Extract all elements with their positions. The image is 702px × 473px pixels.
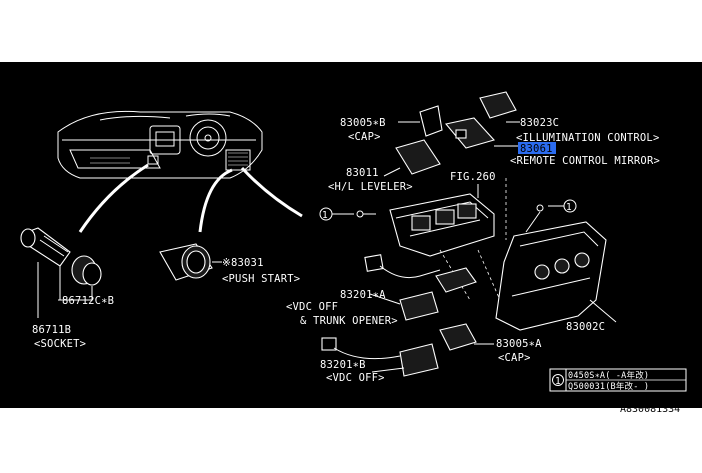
push-start-switch: [159, 243, 222, 281]
leader-arrows: [78, 163, 303, 233]
hl-leveler-part-label: 83011: [346, 167, 379, 179]
illumination-name-label: <ILLUMINATION CONTROL>: [516, 132, 659, 144]
vdc-trunk-switch: [364, 254, 477, 321]
vdc-trunk-part-label: 83201∗A: [340, 289, 386, 301]
socket-cap-part-label: 86712C∗B: [62, 295, 114, 307]
vdc-trunk-name-line2: & TRUNK OPENER>: [300, 315, 398, 327]
left-screw-callout: [319, 207, 376, 221]
dashboard-overview: [57, 110, 263, 179]
cap-top-part-label: 83005∗B: [340, 117, 386, 129]
console-panel-part-label: 83002C: [566, 321, 605, 333]
socket-part: [20, 227, 102, 286]
cap-bottom-part-label: 83005∗A: [496, 338, 542, 350]
reference-row-1: 0450S∗A( -A年改): [568, 370, 649, 381]
remote-mirror-part: [444, 117, 518, 149]
reference-table: [549, 368, 687, 392]
cap-bottom-part: [439, 323, 494, 351]
cap-top-name-label: <CAP>: [348, 131, 381, 143]
arrow-to-push-start: [198, 168, 233, 233]
vdc-trunk-name-line1: <VDC OFF: [286, 301, 338, 313]
fig-reference-label: FIG.260: [450, 171, 496, 183]
arrow-to-console: [240, 166, 303, 218]
socket-leaders: [37, 262, 93, 318]
mirror-highlight: [518, 142, 556, 154]
arrow-to-socket: [78, 163, 149, 233]
push-start-name-label: <PUSH START>: [222, 273, 300, 285]
socket-name-label: <SOCKET>: [34, 338, 86, 350]
vdc-name-label: <VDC OFF>: [326, 372, 385, 384]
callout-left-number: 1: [322, 210, 328, 221]
socket-part-label: 86711B: [32, 324, 71, 336]
vdc-part-label: 83201∗B: [320, 359, 366, 371]
reference-row-2: Q500031(B年改- ): [568, 381, 649, 392]
reference-marker: 1: [555, 376, 561, 387]
console-panel: [495, 221, 617, 331]
hl-leveler-part: [383, 139, 441, 177]
cap-bottom-name-label: <CAP>: [498, 352, 531, 364]
right-screw-callout: [525, 199, 577, 233]
drawing-number: A830081334: [620, 404, 680, 415]
illumination-part-label: 83023C: [520, 117, 559, 129]
guide-lines: [439, 178, 507, 301]
callout-right-number: 1: [566, 202, 572, 213]
mirror-name-label: <REMOTE CONTROL MIRROR>: [510, 155, 660, 167]
mirror-part-label: 83061: [520, 143, 553, 155]
push-start-part-label: ※83031: [222, 257, 264, 269]
hl-leveler-name-label: <H/L LEVELER>: [328, 181, 413, 193]
switch-housing: [389, 193, 495, 257]
cap-top-part: [398, 105, 443, 137]
vdc-switch-bottom: [321, 337, 439, 377]
illumination-control-part: [479, 91, 520, 123]
